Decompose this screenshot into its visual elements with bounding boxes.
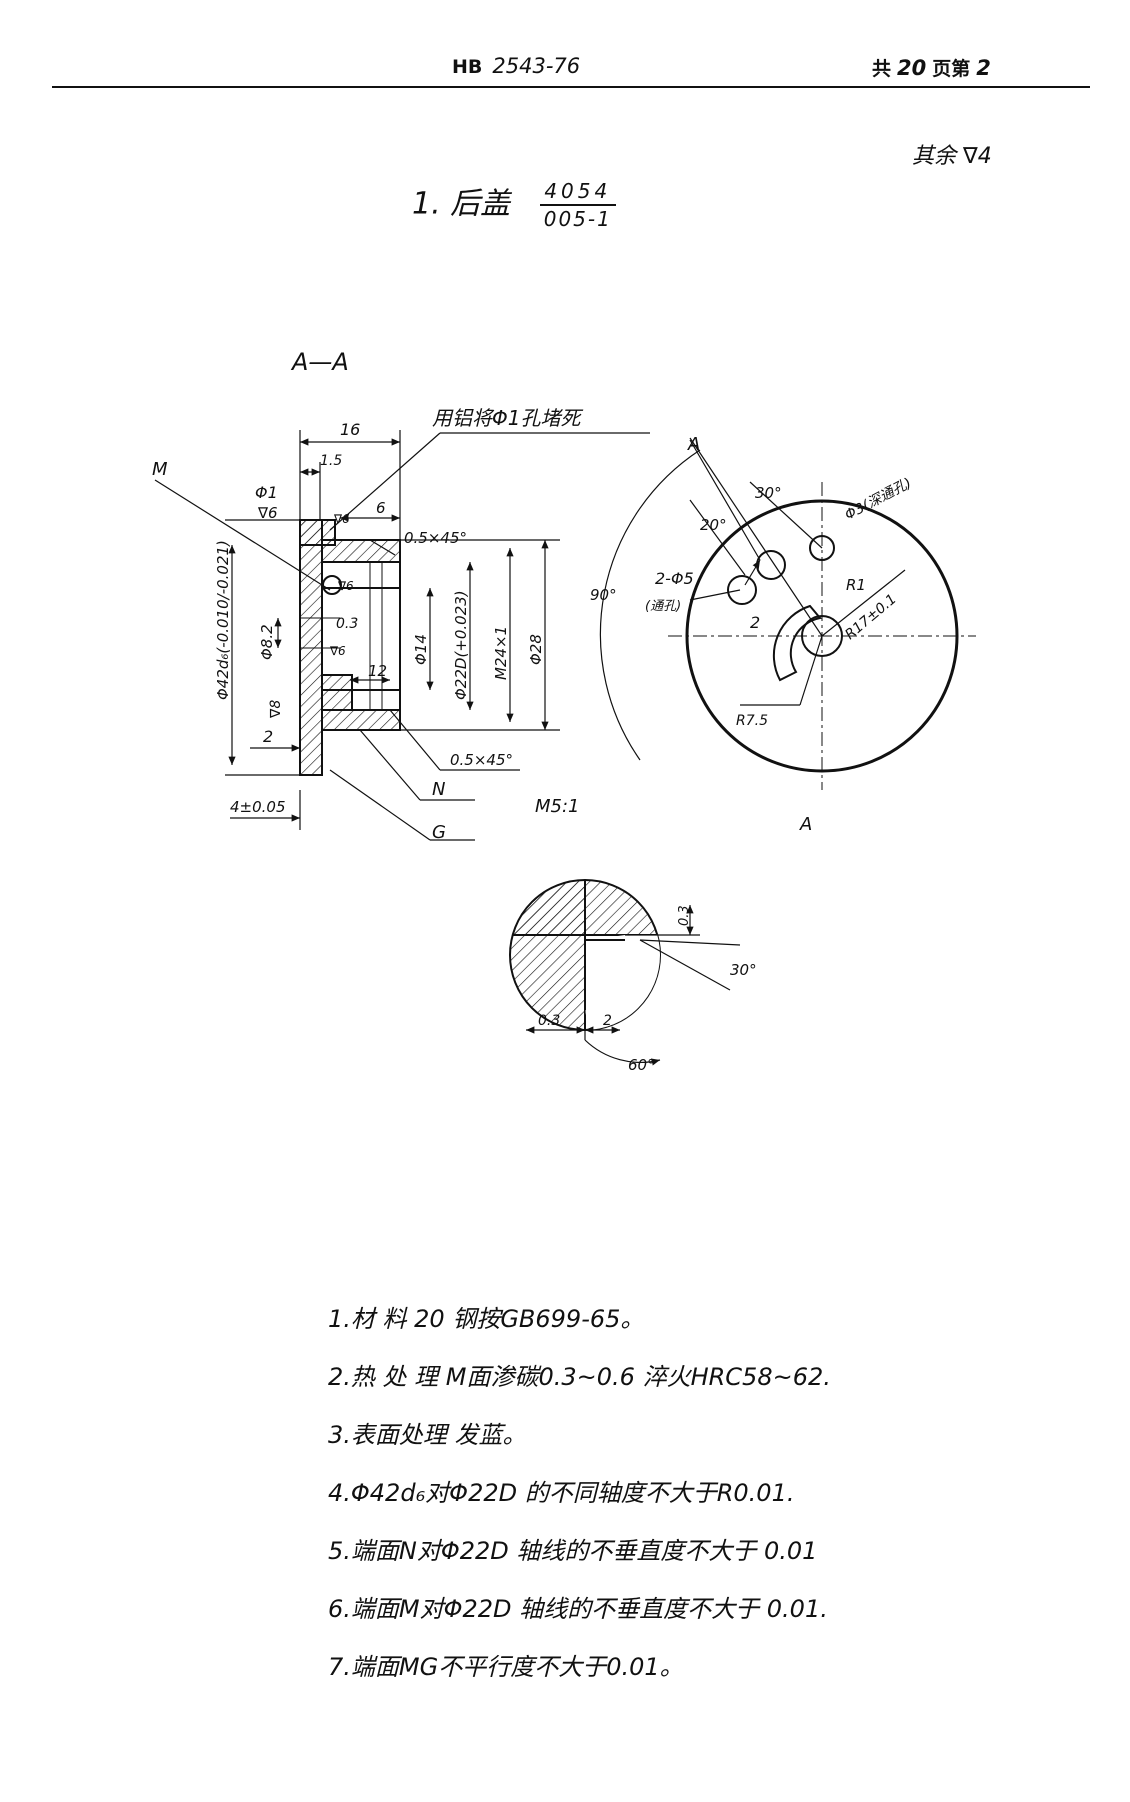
- technical-notes: 1.材 料 20 钢按GB699-65。 2.热 处 理 M面渗碳0.3~0.6…: [328, 1290, 831, 1696]
- label-M: M: [152, 459, 168, 480]
- plug-note: 用铝将Φ1孔堵死: [432, 406, 583, 430]
- detail-2: 2: [603, 1013, 612, 1029]
- note-item: 1.材 料 20 钢按GB699-65。: [328, 1305, 645, 1333]
- dim-m24: M24×1: [492, 626, 510, 680]
- detail-angle-60: 60°: [628, 1056, 655, 1074]
- front-labels: A A 30° 20° 90° Φ3(深通孔) 2-Φ5 (通孔) R1 R17…: [590, 434, 914, 835]
- holes-label: 2-Φ5: [655, 569, 694, 588]
- dim-phi28: Φ28: [527, 634, 545, 665]
- page-number: 2: [976, 56, 991, 80]
- arc-90: [599, 449, 701, 761]
- holes-note: (通孔): [645, 599, 681, 614]
- dim-2: 2: [263, 727, 273, 746]
- r1-label: R1: [846, 576, 866, 594]
- scale-label: M5:1: [535, 796, 580, 817]
- label-G: G: [432, 822, 446, 843]
- note-item: 2.热 处 理 M面渗碳0.3~0.6 淬火HRC58~62.: [328, 1363, 831, 1391]
- dim-phi82: Φ8.2: [258, 624, 276, 660]
- roughness-note: 其余 ∇4: [912, 144, 992, 169]
- arc-slot: [772, 604, 822, 682]
- section-labels: 用铝将Φ1孔堵死 16 1.5 Φ1 ∇6 6 0.5×45° M Φ42d₆(…: [152, 406, 583, 843]
- note-item: 5.端面N对Φ22D 轴线的不垂直度不大于 0.01: [328, 1537, 818, 1565]
- section-view: [299, 519, 401, 776]
- dim-0-3: 0.3: [336, 616, 358, 632]
- angle-30: 30°: [755, 484, 782, 502]
- front-dimensions: [599, 437, 906, 761]
- part-title-text: 1. 后盖: [412, 186, 511, 222]
- dim-4: 4±0.05: [230, 798, 286, 816]
- part-code-top: 4054: [539, 178, 616, 206]
- pages-total: 20: [897, 56, 927, 80]
- a-bottom: A: [799, 814, 812, 835]
- angle-90: 90°: [590, 586, 617, 604]
- rough-6c: ∇6: [329, 644, 346, 658]
- a-top: A: [687, 434, 700, 455]
- dim-phi14: Φ14: [412, 634, 430, 665]
- rough-6b: ∇6: [337, 579, 354, 593]
- part-code: 4054 005-1: [539, 178, 616, 232]
- part-title: 1. 后盖 4054 005-1: [412, 178, 616, 232]
- rough-6a: ∇6: [257, 504, 278, 522]
- detail-0-3a: 0.3: [677, 905, 692, 926]
- rough-6d: ∇6: [333, 512, 350, 526]
- section-dimensions: [154, 430, 650, 841]
- page-label: 页第: [932, 58, 971, 80]
- standard-prefix: HB: [452, 56, 483, 78]
- hole-phi5-a: [727, 575, 757, 605]
- label-N: N: [432, 779, 445, 800]
- dim-6: 6: [376, 499, 386, 517]
- dim-2-front: 2: [750, 613, 760, 632]
- dim-1-5: 1.5: [320, 453, 342, 469]
- dim-phi1: Φ1: [255, 483, 278, 502]
- chamfer-1: 0.5×45°: [404, 529, 467, 547]
- detail-dimensions: [526, 905, 741, 1066]
- dim-phi22: Φ22D(+0.023): [452, 590, 470, 700]
- detail-0-3b: 0.3: [538, 1013, 560, 1029]
- hole-phi3-label: Φ3(深通孔): [842, 475, 914, 523]
- note-item: 3.表面处理 发蓝。: [328, 1421, 527, 1449]
- detail-labels: 0.3 30° 0.3 2 60°: [538, 905, 757, 1074]
- detail-angle-30: 30°: [730, 961, 757, 979]
- angle-20: 20°: [700, 516, 727, 534]
- standard-number: HB 2543-76: [452, 54, 580, 78]
- r7-5-label: R7.5: [736, 713, 768, 729]
- dim-16: 16: [340, 420, 360, 439]
- header-rule: [52, 86, 1090, 88]
- dim-12: 12: [368, 662, 387, 680]
- note-item: 6.端面M对Φ22D 轴线的不垂直度不大于 0.01.: [328, 1595, 828, 1623]
- rough-8: ∇8: [268, 700, 284, 719]
- note-item: 7.端面MG不平行度不大于0.01。: [328, 1653, 684, 1681]
- part-code-bottom: 005-1: [543, 207, 612, 231]
- dim-phi42: Φ42d₆(-0.010/-0.021): [214, 540, 232, 700]
- standard-code: 2543-76: [492, 54, 581, 78]
- chamfer-2: 0.5×45°: [450, 751, 513, 769]
- section-label: A—A: [290, 348, 349, 376]
- note-item: 4.Φ42d₆对Φ22D 的不同轴度不大于R0.01.: [328, 1479, 795, 1507]
- pages-total-label: 共: [872, 58, 892, 80]
- r17-label: R17±0.1: [842, 591, 899, 643]
